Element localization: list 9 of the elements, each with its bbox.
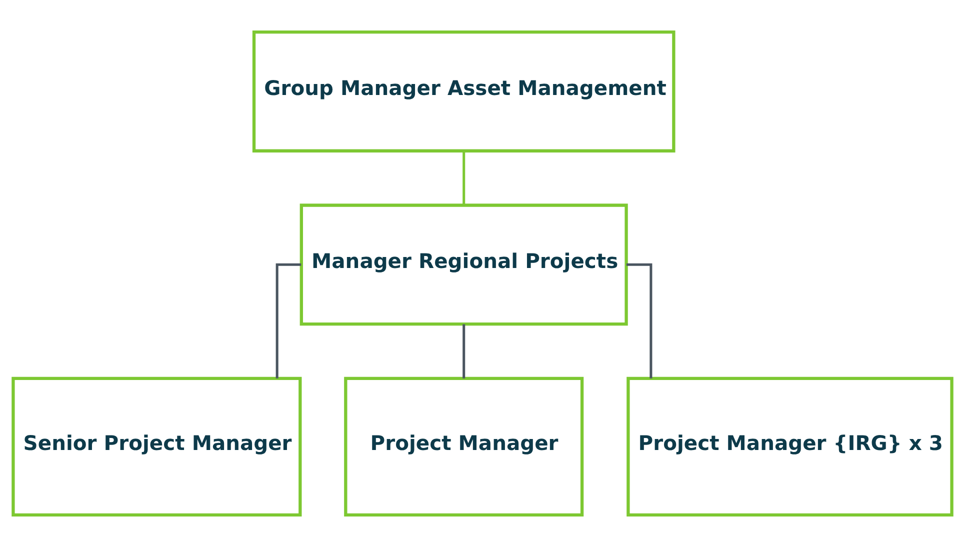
connector xyxy=(276,263,302,378)
node-box: Project Manager {IRG} x 3 xyxy=(626,376,954,517)
node-box: Senior Project Manager xyxy=(12,376,302,517)
node-box: Group Manager Asset Management xyxy=(252,30,676,152)
connector xyxy=(462,151,466,205)
connector xyxy=(462,324,466,378)
node-box: Manager Regional Projects xyxy=(300,204,628,326)
connector xyxy=(626,263,652,378)
node-box: Project Manager xyxy=(344,376,584,517)
